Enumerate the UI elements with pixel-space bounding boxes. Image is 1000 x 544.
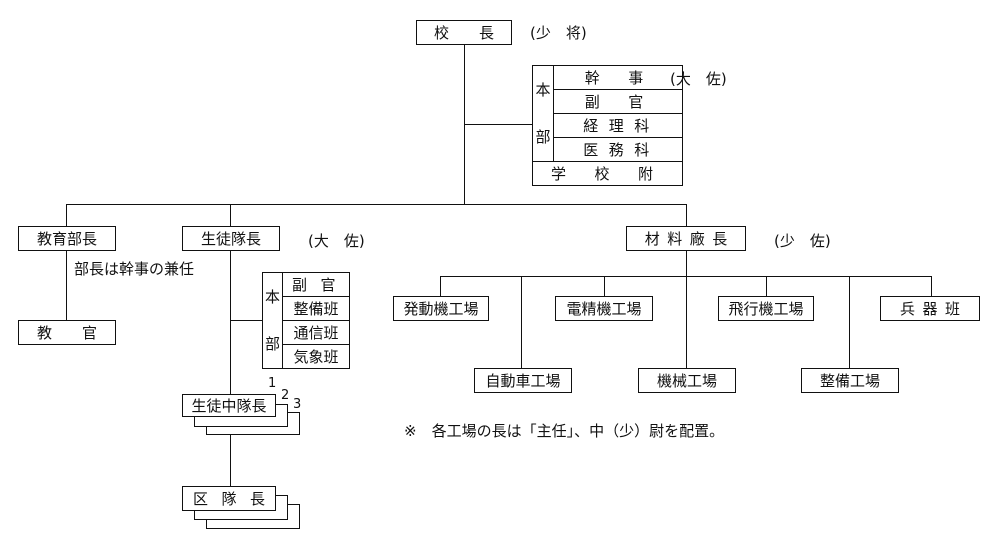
cadet-head-box: 生徒隊長 bbox=[182, 226, 280, 251]
hq-table: 本 部 幹事 副官 経理科 医務科 学校附 bbox=[532, 65, 683, 186]
connector bbox=[604, 276, 605, 296]
section-box: 区隊長 bbox=[182, 486, 276, 511]
company-box: 生徒中隊長 bbox=[182, 394, 276, 417]
materiel-rank: (少 佐) bbox=[774, 232, 831, 250]
hq-row-school-attached: 学校附 bbox=[532, 161, 683, 186]
connector bbox=[931, 276, 932, 296]
hq-side-bottom: 部 bbox=[535, 128, 551, 147]
hq-row-accounting: 経理科 bbox=[553, 113, 683, 138]
engine-factory-box: 発動機工場 bbox=[393, 296, 489, 321]
connector bbox=[230, 434, 231, 486]
connector bbox=[464, 124, 532, 125]
hq-side-label: 本 部 bbox=[532, 65, 554, 162]
education-head-box: 教育部長 bbox=[18, 226, 116, 251]
connector bbox=[766, 276, 767, 296]
cadet-hq-side-bottom: 部 bbox=[264, 335, 280, 354]
connector bbox=[230, 250, 231, 394]
hq-side-top: 本 bbox=[535, 80, 551, 99]
factory-footnote: ※ 各工場の長は「主任」、中（少）尉を配置。 bbox=[404, 422, 725, 440]
connector bbox=[230, 320, 262, 321]
machinery-factory-box: 機械工場 bbox=[638, 368, 736, 393]
connector bbox=[66, 250, 67, 320]
connector bbox=[521, 276, 522, 368]
cadet-hq-row-maintenance: 整備班 bbox=[281, 296, 351, 321]
electrical-precision-factory-box: 電精機工場 bbox=[555, 296, 653, 321]
principal-rank: (少 将) bbox=[530, 24, 587, 42]
company-number-2: 2 bbox=[281, 388, 290, 403]
company-number-1: 1 bbox=[268, 376, 277, 391]
connector bbox=[440, 276, 932, 277]
company-number-3: 3 bbox=[293, 397, 302, 412]
hq-row-adjutant: 副官 bbox=[553, 89, 683, 114]
cadet-hq-row-weather: 気象班 bbox=[281, 344, 351, 369]
cadet-hq-side-top: 本 bbox=[264, 287, 280, 306]
hq-row-secretary: 幹事 bbox=[553, 65, 683, 90]
ordnance-section-box: 兵器班 bbox=[880, 296, 980, 321]
instructor-box: 教官 bbox=[18, 320, 116, 345]
connector bbox=[686, 250, 687, 368]
materiel-head-box: 材料廠長 bbox=[626, 226, 746, 251]
cadet-hq-table: 本 部 副官 整備班 通信班 気象班 bbox=[262, 272, 351, 369]
connector bbox=[66, 204, 67, 226]
maintenance-factory-box: 整備工場 bbox=[801, 368, 899, 393]
aircraft-factory-box: 飛行機工場 bbox=[718, 296, 814, 321]
connector bbox=[440, 276, 441, 296]
hq-rank: (大 佐) bbox=[670, 70, 727, 88]
automobile-factory-box: 自動車工場 bbox=[474, 368, 572, 393]
cadet-hq-row-adjutant: 副官 bbox=[281, 272, 351, 297]
hq-row-medical: 医務科 bbox=[553, 137, 683, 162]
connector bbox=[66, 204, 687, 205]
principal-box: 校長 bbox=[416, 20, 512, 45]
cadet-hq-row-signal: 通信班 bbox=[281, 320, 351, 345]
connector bbox=[849, 276, 850, 368]
education-note: 部長は幹事の兼任 bbox=[74, 260, 195, 278]
connector bbox=[686, 204, 687, 226]
cadet-hq-side-label: 本 部 bbox=[262, 272, 283, 369]
connector bbox=[230, 204, 231, 226]
cadet-rank: (大 佐) bbox=[308, 232, 365, 250]
